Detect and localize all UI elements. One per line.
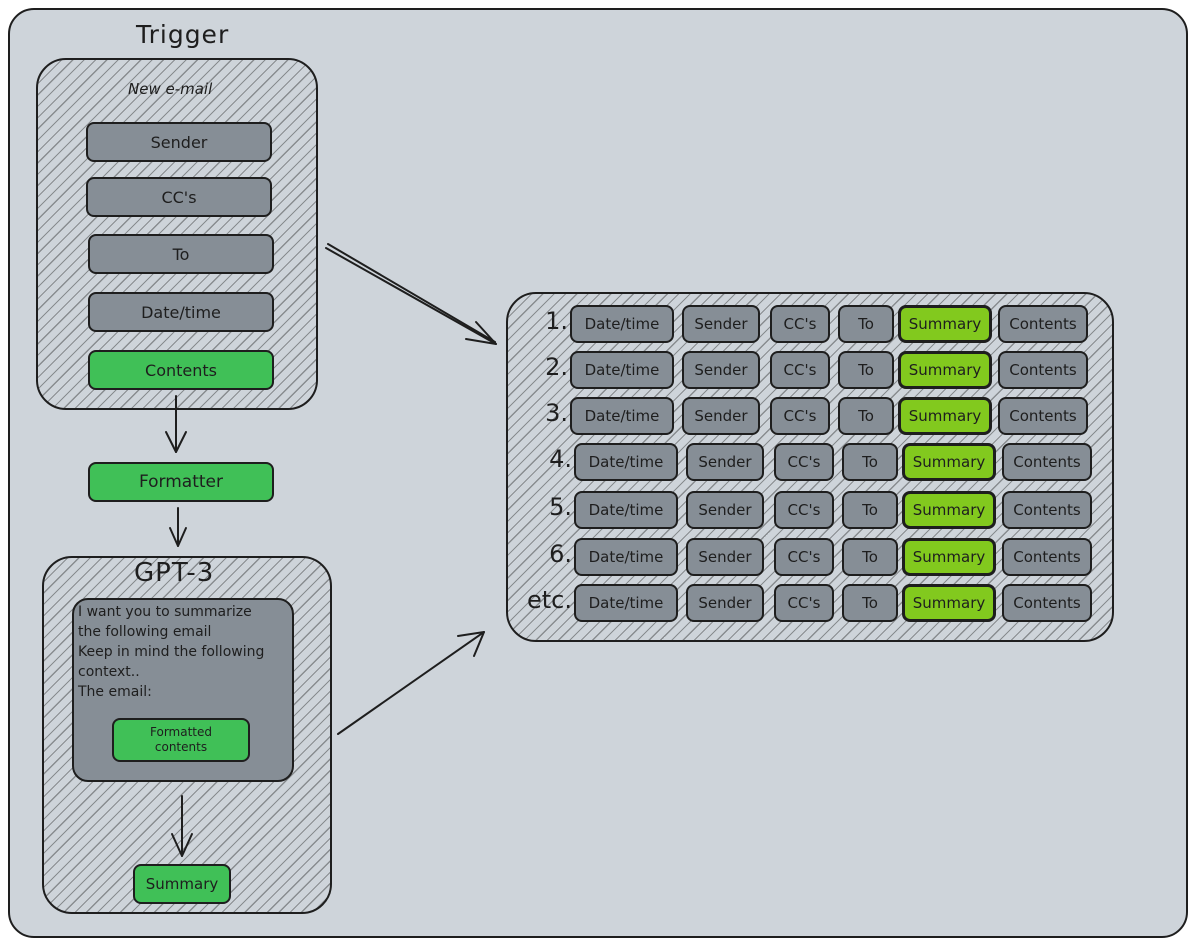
table-cell-summary: Summary (902, 538, 996, 576)
table-cell-contents: Contents (998, 397, 1088, 435)
row-label: 6. (549, 540, 572, 568)
trigger-field-sender: Sender (86, 122, 272, 162)
trigger-field-datetime: Date/time (88, 292, 274, 332)
trigger-panel-label: New e-mail (128, 80, 213, 98)
row-label: 2. (545, 353, 568, 381)
table-cell-ccs: CC's (770, 305, 830, 343)
table-cell-contents: Contents (998, 305, 1088, 343)
table-cell-to: To (838, 397, 894, 435)
table-cell-sender: Sender (686, 584, 764, 622)
formatter-box: Formatter (88, 462, 274, 502)
table-cell-to: To (842, 538, 898, 576)
table-cell-sender: Sender (686, 538, 764, 576)
formatted-contents-line1: Formatted (150, 725, 212, 739)
table-cell-summary: Summary (902, 491, 996, 529)
table-cell-ccs: CC's (770, 351, 830, 389)
prompt-line: the following email (78, 624, 212, 640)
table-cell-to: To (838, 305, 894, 343)
table-cell-contents: Contents (1002, 584, 1092, 622)
table-cell-sender: Sender (686, 491, 764, 529)
row-label: 1. (545, 307, 568, 335)
table-cell-sender: Sender (682, 397, 760, 435)
table-cell-to: To (842, 584, 898, 622)
table-cell-datetime: Date/time (570, 351, 674, 389)
trigger-field-contents: Contents (88, 350, 274, 390)
table-cell-summary: Summary (898, 305, 992, 343)
table-cell-contents: Contents (998, 351, 1088, 389)
table-cell-datetime: Date/time (574, 538, 678, 576)
gpt-title: GPT-3 (134, 558, 215, 588)
table-cell-datetime: Date/time (574, 584, 678, 622)
table-cell-summary: Summary (898, 351, 992, 389)
table-cell-ccs: CC's (774, 443, 834, 481)
table-cell-contents: Contents (1002, 491, 1092, 529)
table-cell-datetime: Date/time (574, 443, 678, 481)
trigger-field-ccs: CC's (86, 177, 272, 217)
table-cell-ccs: CC's (774, 584, 834, 622)
formatted-contents-line2: contents (154, 740, 208, 754)
table-cell-datetime: Date/time (570, 305, 674, 343)
table-cell-to: To (842, 491, 898, 529)
table-cell-ccs: CC's (774, 491, 834, 529)
prompt-line: Keep in mind the following (78, 644, 265, 660)
table-cell-ccs: CC's (774, 538, 834, 576)
table-cell-sender: Sender (682, 351, 760, 389)
table-cell-contents: Contents (1002, 443, 1092, 481)
formatted-contents-box: Formatted contents (112, 718, 250, 762)
trigger-title: Trigger (136, 20, 230, 49)
table-cell-datetime: Date/time (574, 491, 678, 529)
row-label: 4. (549, 445, 572, 473)
row-label: 3. (545, 399, 568, 427)
table-cell-to: To (838, 351, 894, 389)
table-cell-summary: Summary (898, 397, 992, 435)
table-cell-contents: Contents (1002, 538, 1092, 576)
table-cell-sender: Sender (682, 305, 760, 343)
table-cell-sender: Sender (686, 443, 764, 481)
prompt-line: I want you to summarize (78, 604, 252, 620)
prompt-line: The email: (78, 684, 152, 700)
table-cell-summary: Summary (902, 584, 996, 622)
table-cell-to: To (842, 443, 898, 481)
row-label: 5. (549, 493, 572, 521)
trigger-field-to: To (88, 234, 274, 274)
row-label: etc. (527, 586, 572, 614)
gpt-summary-box: Summary (133, 864, 231, 904)
table-cell-ccs: CC's (770, 397, 830, 435)
prompt-line: context.. (78, 664, 140, 680)
table-cell-summary: Summary (902, 443, 996, 481)
table-cell-datetime: Date/time (570, 397, 674, 435)
